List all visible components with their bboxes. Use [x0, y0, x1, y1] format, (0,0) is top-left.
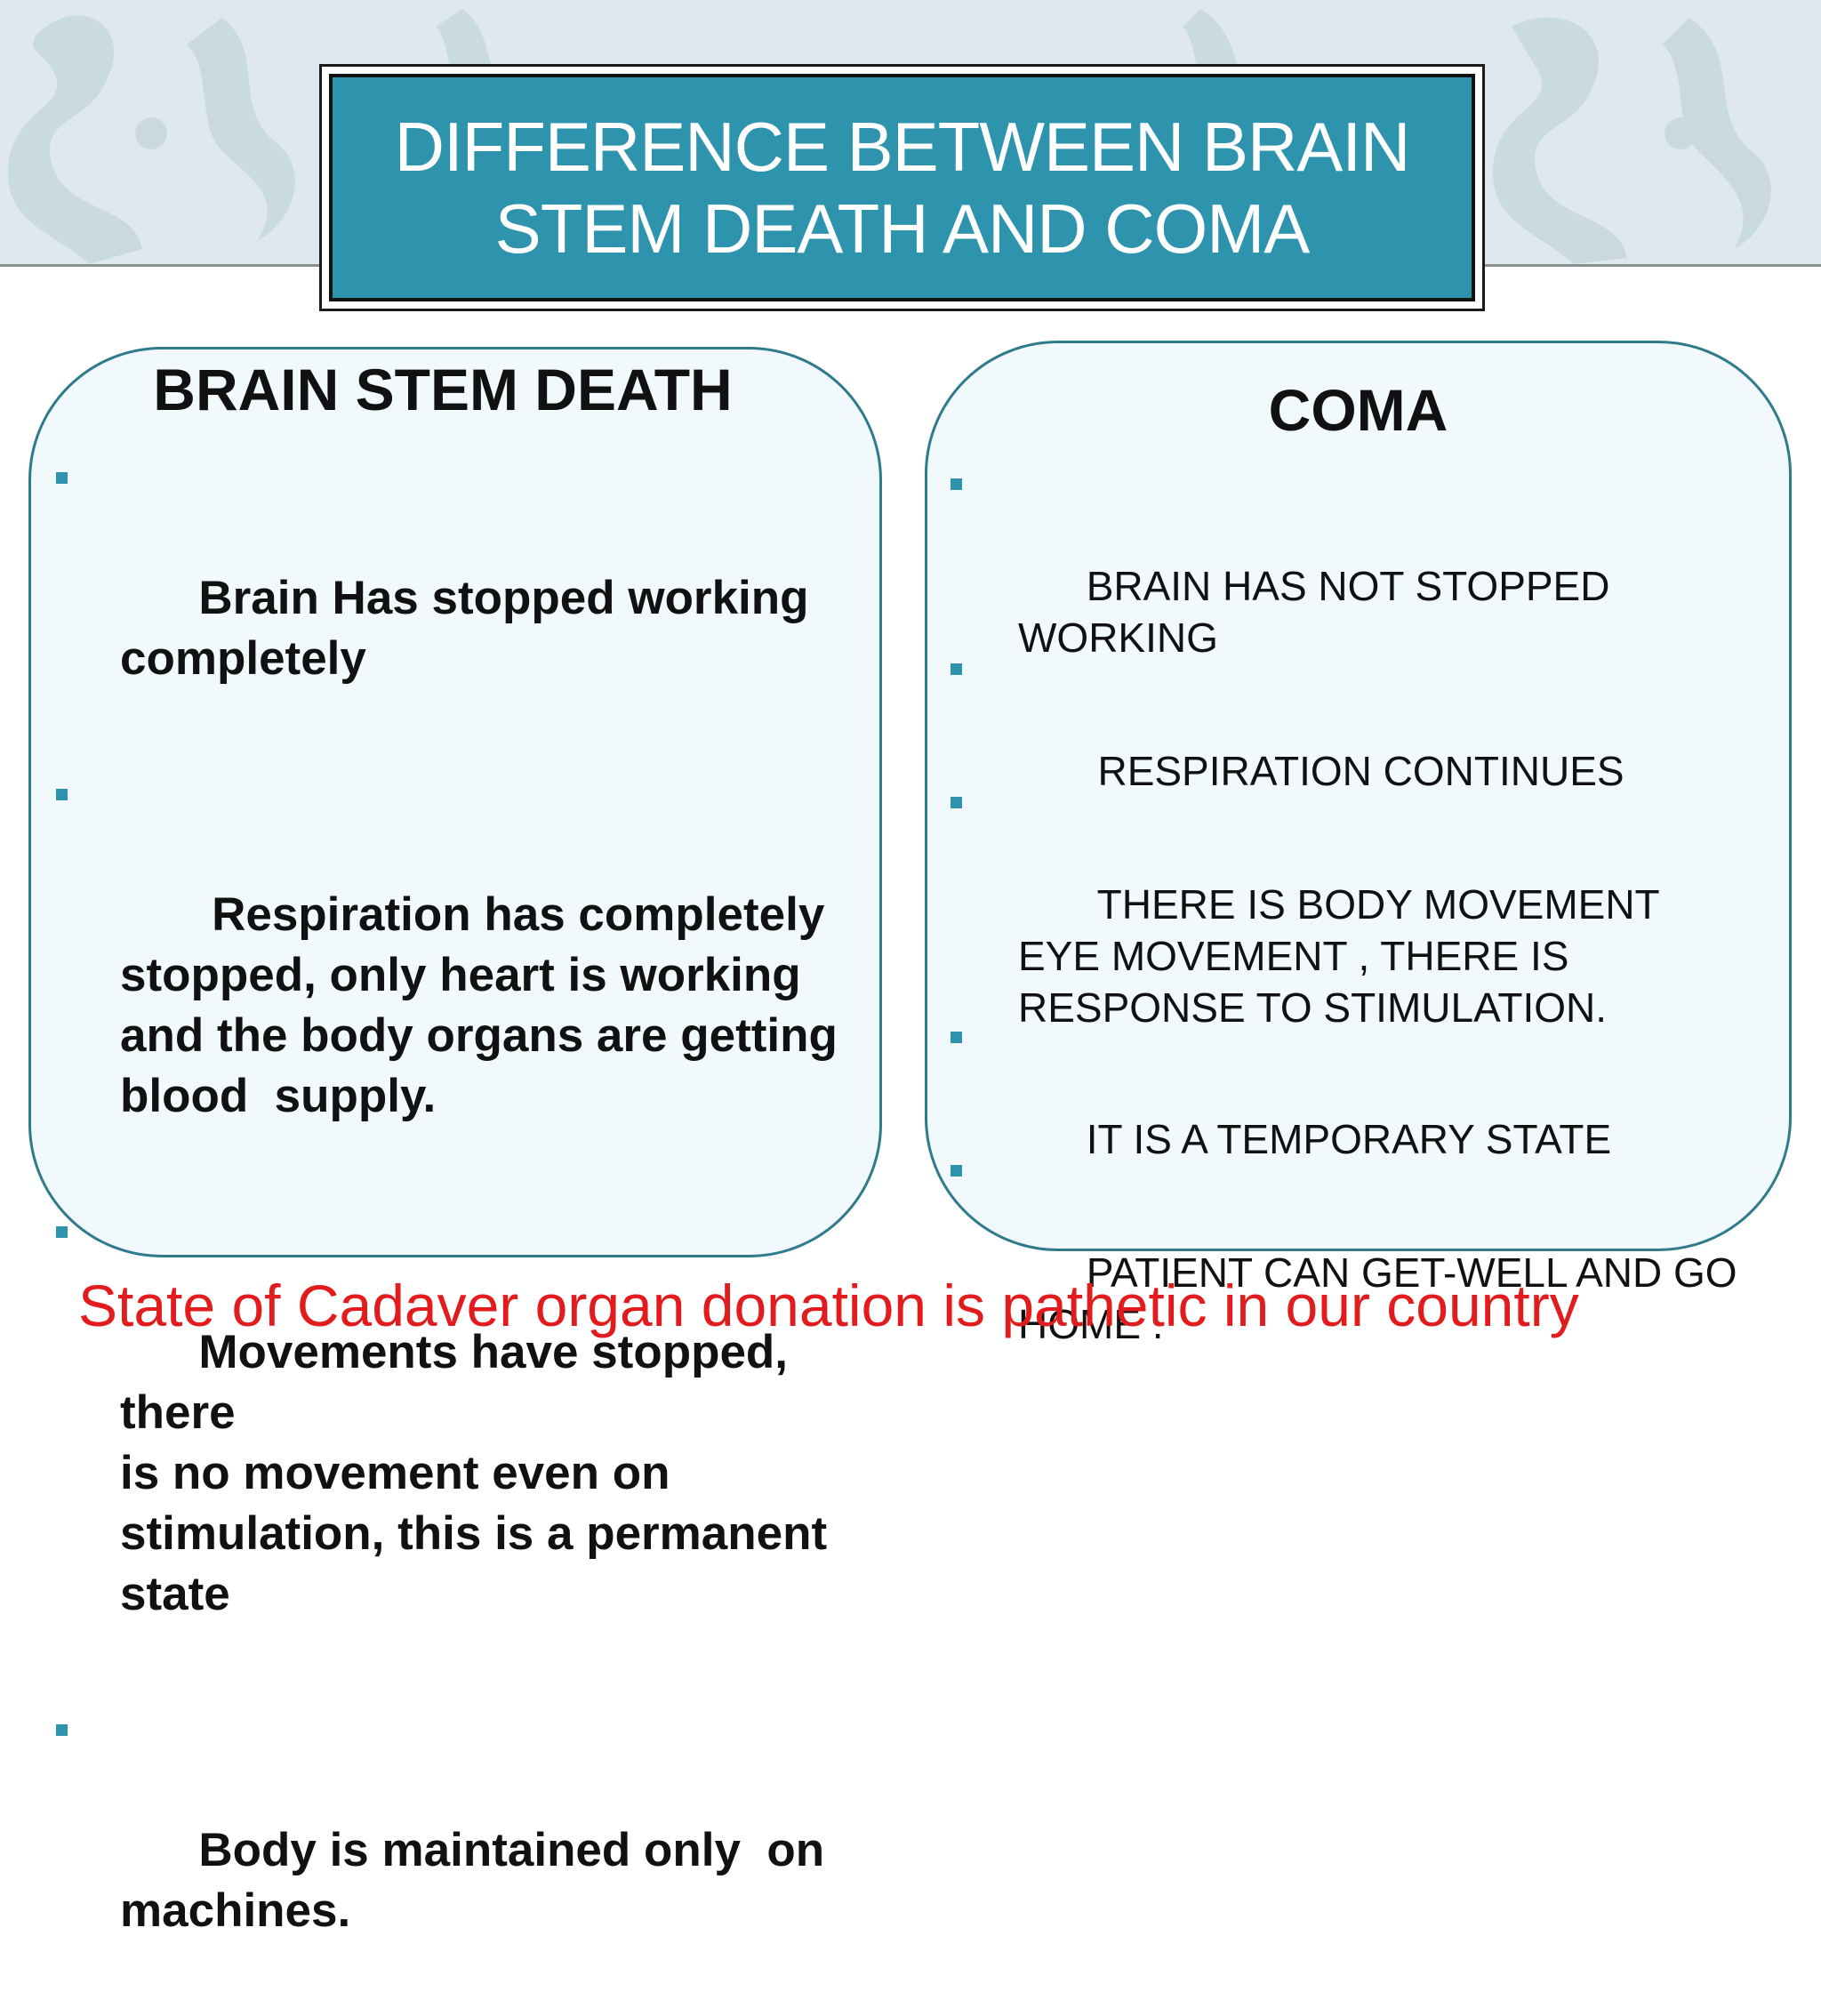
square-bullet-icon [56, 1724, 68, 1736]
brain-stem-death-heading: BRAIN STEM DEATH [153, 357, 733, 422]
square-bullet-icon [56, 472, 68, 484]
square-bullet-icon [951, 663, 962, 675]
list-item: THERE IS BODY MOVEMENT EYE MOVEMENT , TH… [927, 775, 1794, 1085]
list-item: RESPIRATION CONTINUES [927, 642, 1794, 848]
square-bullet-icon [56, 789, 68, 800]
list-item: Respiration has completely stopped, only… [31, 764, 885, 1187]
list-item: Brain Has stopped working completely [31, 447, 885, 750]
list-item: IT IS A TEMPORARY STATE [927, 1010, 1794, 1217]
list-item: PATIENT CAN GET-WELL AND GO HOME . [927, 1144, 1794, 1402]
list-item-text: Movements have stopped, there is no move… [120, 1326, 828, 1620]
title-line-2: STEM DEATH AND COMA [494, 189, 1311, 268]
footer-note: State of Cadaver organ donation is pathe… [78, 1273, 1579, 1338]
brain-stem-death-list: Brain Has stopped working completely Res… [31, 447, 885, 2016]
square-bullet-icon [951, 1165, 962, 1177]
coma-panel: COMA BRAIN HAS NOT STOPPED WORKING RESPI… [925, 341, 1794, 1347]
list-item-text: THERE IS BODY MOVEMENT EYE MOVEMENT , TH… [1018, 881, 1660, 1031]
list-item-text: Respiration has completely stopped, only… [120, 888, 838, 1122]
list-item-text: Brain Has stopped working completely [120, 572, 809, 685]
slide-title: DIFFERENCE BETWEEN BRAIN STEM DEATH AND … [394, 106, 1411, 269]
list-item-text: PATIENT CAN GET-WELL AND GO HOME . [1018, 1249, 1737, 1347]
brain-stem-death-panel: BRAIN STEM DEATH Brain Has stopped worki… [28, 347, 882, 1937]
title-box: DIFFERENCE BETWEEN BRAIN STEM DEATH AND … [319, 64, 1485, 311]
list-item-text: RESPIRATION CONTINUES [1086, 748, 1624, 794]
title-banner: DIFFERENCE BETWEEN BRAIN STEM DEATH AND … [329, 74, 1475, 301]
square-bullet-icon [951, 1032, 962, 1043]
title-line-1: DIFFERENCE BETWEEN BRAIN [394, 108, 1411, 186]
list-item-text: IT IS A TEMPORARY STATE [1086, 1116, 1612, 1162]
list-item: BRAIN HAS NOT STOPPED WORKING [927, 457, 1794, 715]
square-bullet-icon [951, 797, 962, 808]
list-item-text: BRAIN HAS NOT STOPPED WORKING [1018, 563, 1610, 661]
list-item: Body is maintained only on machines. [31, 1699, 885, 2002]
coma-heading: COMA [1268, 377, 1448, 443]
square-bullet-icon [56, 1226, 68, 1238]
square-bullet-icon [951, 478, 962, 490]
list-item-text: Body is maintained only on machines. [120, 1824, 825, 1937]
